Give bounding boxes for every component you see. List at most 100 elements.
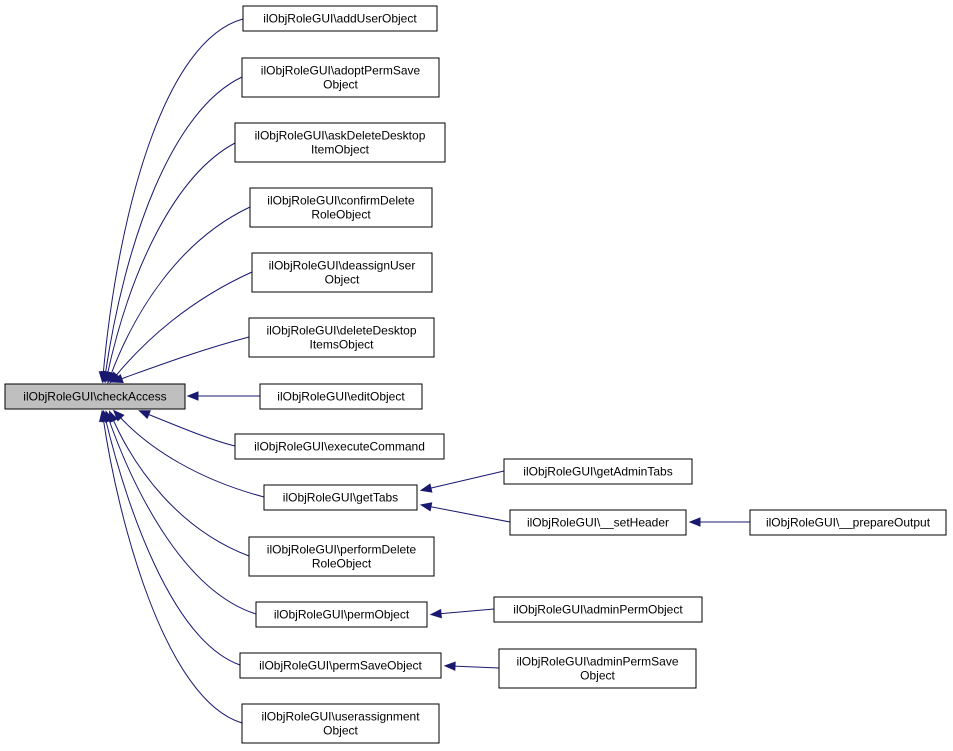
edge-line <box>426 470 505 490</box>
node-label: ilObjRoleGUI\userassignment <box>261 710 420 724</box>
edge-userassignmentObject-to-checkAccess <box>98 409 243 724</box>
node-box <box>509 509 687 536</box>
node-label: ItemsObject <box>309 338 374 352</box>
node-box <box>493 596 703 623</box>
node-label: RoleObject <box>312 557 372 571</box>
node-setHeader[interactable]: ilObjRoleGUI\__setHeader <box>509 509 687 536</box>
node-label: ilObjRoleGUI\performDelete <box>267 543 417 557</box>
arrowhead-icon <box>419 483 433 493</box>
edge-line <box>104 416 241 666</box>
edge-adoptPermSaveObject-to-checkAccess <box>100 76 243 384</box>
node-box <box>259 383 423 410</box>
edge-line <box>102 416 243 724</box>
node-label: ilObjRoleGUI\askDeleteDesktop <box>255 129 426 143</box>
node-box <box>749 509 947 536</box>
node-label: ilObjRoleGUI\__setHeader <box>527 516 669 530</box>
edge-executeCommand-to-checkAccess <box>138 410 236 447</box>
edge-setHeader-to-getTabs <box>419 502 511 523</box>
node-label: ilObjRoleGUI\editObject <box>277 390 405 404</box>
node-box <box>242 5 438 32</box>
edges-layer <box>98 18 750 724</box>
node-prepareOutput[interactable]: ilObjRoleGUI\__prepareOutput <box>749 509 947 536</box>
node-label: ilObjRoleGUI\executeCommand <box>254 440 425 454</box>
node-permObject[interactable]: ilObjRoleGUI\permObject <box>255 601 428 628</box>
node-box <box>241 703 440 744</box>
node-editObject[interactable]: ilObjRoleGUI\editObject <box>259 383 423 410</box>
node-label: ilObjRoleGUI\adminPermSave <box>516 655 678 669</box>
node-box <box>249 187 433 228</box>
edge-line <box>436 608 495 615</box>
node-box <box>234 433 445 460</box>
node-box <box>234 122 446 163</box>
node-box <box>498 648 697 689</box>
arrowhead-icon <box>688 517 701 527</box>
arrowhead-icon <box>138 410 151 420</box>
node-label: ilObjRoleGUI\__prepareOutput <box>766 516 931 530</box>
node-label: ilObjRoleGUI\permSaveObject <box>259 659 422 673</box>
arrowhead-icon <box>443 661 456 671</box>
node-box <box>248 317 435 358</box>
edge-line <box>450 665 500 669</box>
edge-line <box>107 416 257 615</box>
node-box <box>248 536 435 577</box>
node-label: ilObjRoleGUI\getAdminTabs <box>523 465 672 479</box>
node-label: ilObjRoleGUI\deleteDesktop <box>266 324 416 338</box>
node-getAdminTabs[interactable]: ilObjRoleGUI\getAdminTabs <box>503 458 693 485</box>
edge-prepareOutput-to-setHeader <box>688 517 750 527</box>
node-addUserObject[interactable]: ilObjRoleGUI\addUserObject <box>242 5 438 32</box>
node-label: ilObjRoleGUI\getTabs <box>283 491 398 505</box>
node-label: Object <box>323 78 358 92</box>
edge-deassignUserObject-to-checkAccess <box>109 271 253 384</box>
node-box <box>4 383 186 410</box>
edge-getTabs-to-checkAccess <box>112 409 265 498</box>
edge-line <box>426 505 511 523</box>
arrowhead-icon <box>419 502 433 512</box>
node-box <box>503 458 693 485</box>
node-getTabs[interactable]: ilObjRoleGUI\getTabs <box>263 484 418 511</box>
edge-permSaveObject-to-checkAccess <box>101 409 241 666</box>
node-box <box>251 252 433 293</box>
node-label: ilObjRoleGUI\deassignUser <box>269 259 416 273</box>
node-executeCommand[interactable]: ilObjRoleGUI\executeCommand <box>234 433 445 460</box>
arrowhead-icon <box>98 409 109 423</box>
edge-deleteDesktopItemsObject-to-checkAccess <box>111 336 250 383</box>
node-box <box>263 484 418 511</box>
edge-askDeleteDesktopItemObject-to-checkAccess <box>103 142 236 384</box>
edge-line <box>117 414 265 498</box>
edge-line <box>117 336 250 381</box>
node-label: ItemObject <box>311 143 370 157</box>
node-label: RoleObject <box>311 208 371 222</box>
edge-confirmDeleteRoleObject-to-checkAccess <box>107 206 251 384</box>
edge-line <box>109 206 251 378</box>
arrowhead-icon <box>186 391 199 401</box>
arrowhead-icon <box>112 409 125 422</box>
node-checkAccess[interactable]: ilObjRoleGUI\checkAccess <box>4 383 186 410</box>
nodes-layer: ilObjRoleGUI\checkAccess ilObjRoleGUI\add… <box>4 5 947 744</box>
node-label: ilObjRoleGUI\adminPermObject <box>513 603 683 617</box>
node-label: ilObjRoleGUI\adoptPermSave <box>261 64 421 78</box>
node-label: Object <box>323 724 358 738</box>
node-box <box>239 652 442 679</box>
arrowhead-icon <box>429 608 442 619</box>
edge-line <box>104 76 243 377</box>
node-permSaveObject[interactable]: ilObjRoleGUI\permSaveObject <box>239 652 442 679</box>
edge-line <box>144 412 236 447</box>
edge-adminPermObject-to-permObject <box>429 608 495 619</box>
edge-getAdminTabs-to-getTabs <box>419 470 505 493</box>
node-label: Object <box>325 273 360 287</box>
edge-editObject-to-checkAccess <box>186 391 260 401</box>
node-adminPermObject[interactable]: ilObjRoleGUI\adminPermObject <box>493 596 703 623</box>
node-label: ilObjRoleGUI\confirmDelete <box>267 194 415 208</box>
edge-line <box>106 142 236 377</box>
edge-performDeleteRoleObject-to-checkAccess <box>108 410 250 557</box>
node-label: ilObjRoleGUI\checkAccess <box>23 390 166 404</box>
